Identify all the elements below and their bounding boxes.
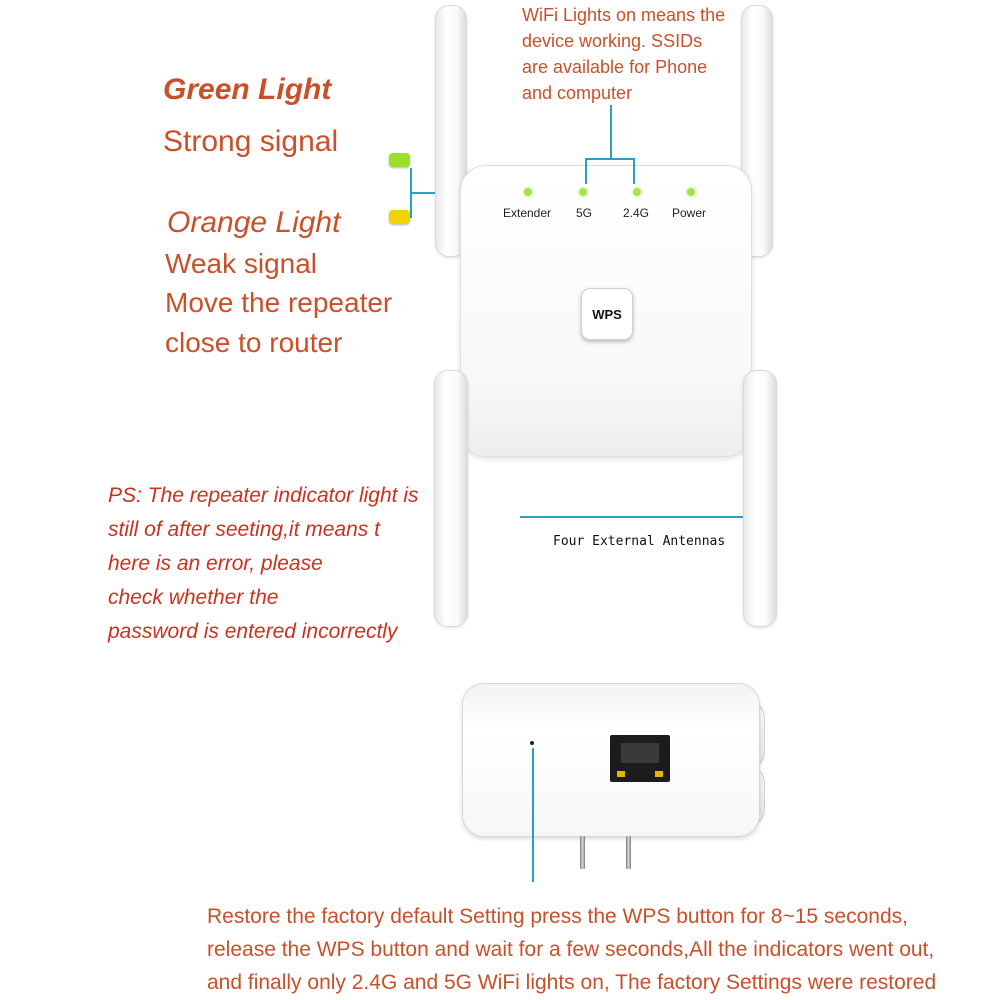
ps-line: here is an error, please bbox=[108, 552, 323, 575]
power-label: Power bbox=[672, 206, 707, 220]
weak-signal-text: Weak signal bbox=[165, 248, 318, 279]
note-line: and computer bbox=[522, 83, 633, 103]
port-led-icon bbox=[655, 771, 663, 777]
repeater-front: Extender 5G 2.4G Power WPS bbox=[460, 165, 752, 457]
reset-line: Restore the factory default Setting pres… bbox=[207, 905, 908, 928]
2-4g-label: 2.4G bbox=[623, 206, 650, 220]
5g-label: 5G bbox=[576, 206, 593, 220]
ps-line: PS: The repeater indicator light is bbox=[108, 484, 419, 507]
2-4g-led-icon bbox=[633, 188, 641, 196]
antenna bbox=[434, 370, 468, 627]
wps-button[interactable]: WPS bbox=[581, 288, 633, 340]
note-line: device working. SSIDs bbox=[522, 31, 703, 51]
ps-line: still of after seeting,it means t bbox=[108, 518, 380, 541]
extender-label: Extender bbox=[503, 206, 552, 220]
plug-pin-icon bbox=[580, 836, 585, 869]
green-light-title: Green Light bbox=[163, 73, 332, 106]
orange-light-title: Orange Light bbox=[167, 206, 341, 239]
reset-line: release the WPS button and wait for a fe… bbox=[207, 938, 935, 961]
power-led-icon bbox=[687, 188, 695, 196]
ps-line: check whether the bbox=[108, 586, 279, 609]
green-light-swatch bbox=[389, 153, 410, 167]
factory-reset-note: Restore the factory default Setting pres… bbox=[207, 900, 936, 999]
strong-signal-text: Strong signal bbox=[163, 125, 339, 158]
callout-line bbox=[585, 158, 587, 184]
extender-led-icon bbox=[524, 188, 532, 196]
ethernet-port-inner bbox=[621, 743, 659, 763]
ethernet-port-icon bbox=[610, 735, 670, 782]
callout-line bbox=[532, 748, 534, 882]
antennas-label: Four External Antennas bbox=[553, 534, 726, 549]
move-repeater-text: Move the repeater bbox=[165, 287, 393, 318]
ps-note: PS: The repeater indicator light is stil… bbox=[108, 485, 419, 655]
port-led-icon bbox=[617, 771, 625, 777]
callout-line bbox=[633, 158, 635, 184]
close-to-router-text: close to router bbox=[165, 327, 343, 358]
note-line: are available for Phone bbox=[522, 57, 708, 77]
callout-line bbox=[610, 105, 612, 160]
wifi-lights-note: WiFi Lights on means the device working.… bbox=[522, 2, 725, 106]
orange-light-swatch bbox=[389, 210, 410, 224]
note-line: WiFi Lights on means the bbox=[522, 5, 726, 25]
callout-line bbox=[520, 516, 743, 518]
antenna bbox=[743, 370, 777, 627]
reset-hole[interactable] bbox=[530, 741, 534, 745]
5g-led-icon bbox=[579, 188, 587, 196]
callout-line bbox=[585, 158, 635, 160]
ps-line: password is entered incorrectly bbox=[108, 620, 398, 643]
reset-line: and finally only 2.4G and 5G WiFi lights… bbox=[207, 971, 937, 994]
plug-pin-icon bbox=[626, 836, 631, 869]
